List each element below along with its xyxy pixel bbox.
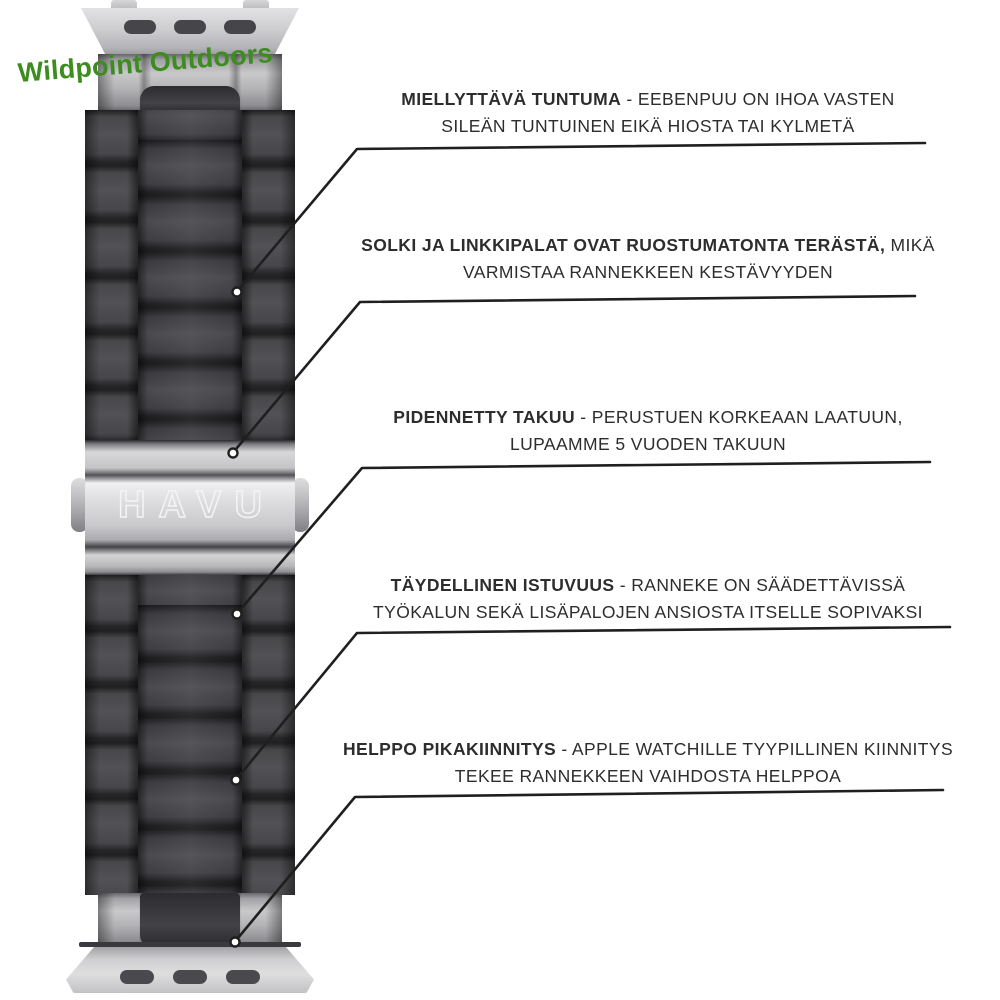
ebony-link [140, 86, 240, 114]
adapter-slot [120, 970, 154, 984]
link-column-center [138, 575, 242, 895]
callout-line-5 [236, 788, 945, 940]
callout-body: EEBENPUU ON IHOA VASTEN SILEÄN TUNTUINEN… [441, 89, 895, 136]
callout-separator: - [614, 575, 632, 595]
callout-title: TÄYDELLINEN ISTUVUUS [390, 575, 615, 595]
band-shading [85, 575, 295, 895]
callout-text-2: SOLKI JA LINKKIPALAT OVAT RUOSTUMATONTA … [348, 232, 948, 286]
adapter-slot [174, 20, 206, 34]
callout-title: MIELLYTTÄVÄ TUNTUMA [401, 89, 622, 109]
band-links-lower [85, 575, 295, 895]
callout-text-4: TÄYDELLINEN ISTUVUUS - RANNEKE ON SÄÄDET… [343, 572, 953, 626]
adapter-slot [124, 20, 156, 34]
callout-separator: - [575, 407, 592, 427]
adapter-slot [173, 970, 207, 984]
watch-band-photo: HAVU [66, 0, 314, 1000]
callout-text-3: PIDENNETTY TAKUU - PERUSTUEN KORKEAAN LA… [368, 404, 928, 458]
ebony-link [140, 893, 240, 947]
link-column-center [138, 110, 242, 440]
band-shading [85, 110, 295, 440]
clasp-engraving: HAVU [117, 483, 275, 527]
clasp-button-left [71, 478, 88, 532]
link-column-left [85, 110, 138, 440]
callout-title: PIDENNETTY TAKUU [393, 407, 575, 427]
callout-title: HELPPO PIKAKIINNITYS [342, 739, 557, 759]
adapter-slot [226, 970, 260, 984]
adapter-slot [224, 20, 256, 34]
callout-separator: - [621, 89, 638, 109]
callout-title: SOLKI JA LINKKIPALAT OVAT RUOSTUMATONTA … [361, 235, 886, 255]
callout-text-1: MIELLYTTÄVÄ TUNTUMA - EEBENPUU ON IHOA V… [368, 86, 928, 140]
clasp: HAVU [85, 440, 295, 575]
band-links-upper [85, 110, 295, 440]
link-column-left [85, 575, 138, 895]
watch-adapter-top [81, 8, 299, 58]
watch-adapter-bottom [66, 945, 314, 993]
adapter-seam [79, 942, 301, 947]
callout-text-5: HELPPO PIKAKIINNITYS - APPLE WATCHILLE T… [338, 736, 958, 790]
callout-separator: - [556, 739, 572, 759]
